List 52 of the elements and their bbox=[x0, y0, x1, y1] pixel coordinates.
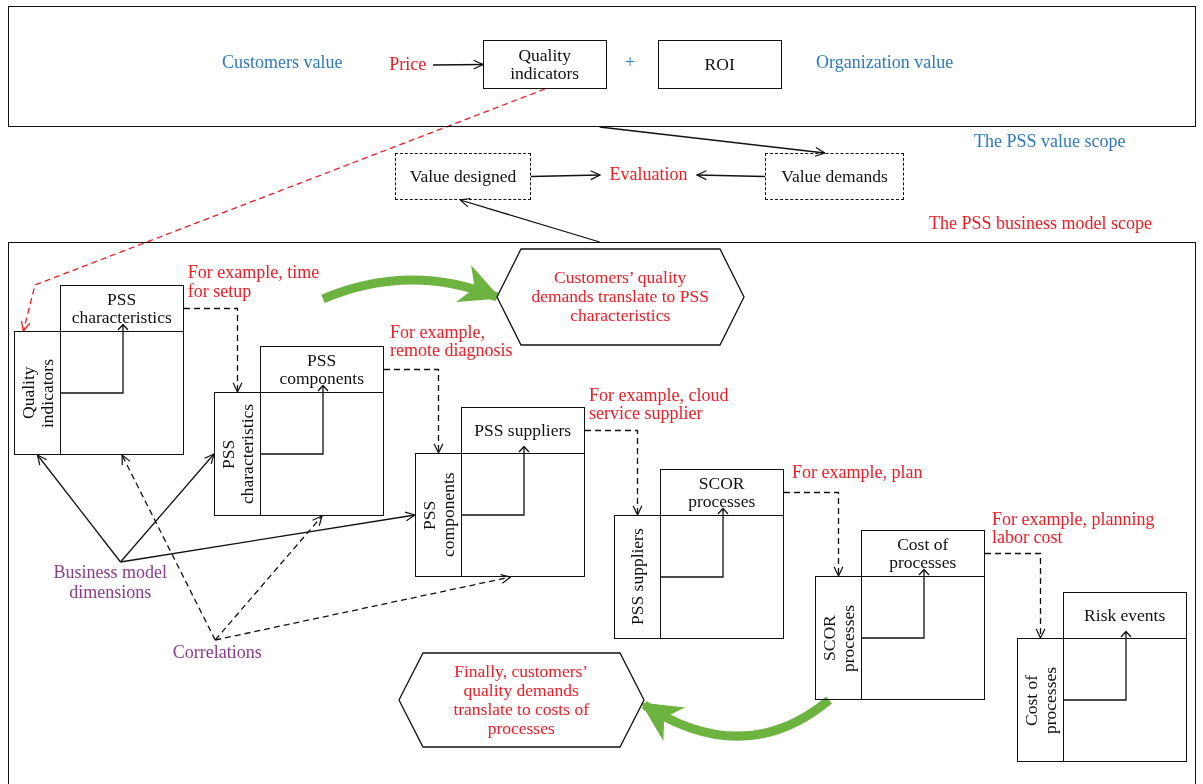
scope-heading: The PSS business model scope bbox=[929, 213, 1152, 234]
matrix-header: SCOR processes bbox=[659, 468, 784, 516]
flow-label: For example, time for setup bbox=[187, 261, 323, 302]
hexagon-callout bbox=[496, 248, 744, 345]
hexagon-callout bbox=[398, 652, 644, 747]
callout-text: Finally, customers’ quality demands translate to costs of processes bbox=[452, 661, 590, 738]
dashed-arrow bbox=[984, 552, 1046, 639]
arrow bbox=[459, 197, 601, 243]
flow-label: Evaluation bbox=[600, 162, 697, 188]
dashed-arrow bbox=[20, 88, 546, 332]
process-box: ROI bbox=[657, 39, 782, 89]
matrix-side-header: SCOR processes bbox=[814, 575, 862, 700]
text-label: Customers value bbox=[222, 53, 343, 72]
callout-text: Customers’ quality demands translate to PSS characteristics bbox=[530, 268, 710, 325]
dashed-arrow bbox=[214, 574, 512, 641]
arrow bbox=[530, 170, 601, 181]
dashed-arrow bbox=[383, 368, 444, 454]
dashed-box: Value designed bbox=[395, 153, 531, 200]
text-label: For example, plan bbox=[792, 463, 923, 482]
dashed-box: Value demands bbox=[765, 153, 904, 200]
dashed-arrow bbox=[214, 515, 323, 641]
text-label: For example, planning labor cost bbox=[992, 510, 1156, 547]
matrix-header: PSS suppliers bbox=[460, 406, 585, 454]
matrix-header: PSS characteristics bbox=[59, 284, 184, 332]
matrix-header: Risk events bbox=[1062, 591, 1187, 639]
arrow bbox=[119, 511, 416, 563]
matrix-side-header: PSS characteristics bbox=[213, 391, 261, 516]
matrix-header: Cost of processes bbox=[860, 529, 985, 577]
arrow bbox=[36, 454, 122, 563]
matrix-side-header: PSS suppliers bbox=[613, 514, 661, 639]
text-label: Organization value bbox=[816, 53, 954, 72]
text-label: For example, cloud service supplier bbox=[589, 386, 730, 423]
text-label: + bbox=[625, 53, 636, 72]
process-box: Quality indicators bbox=[482, 39, 607, 89]
dashed-arrow bbox=[584, 429, 643, 516]
matrix-side-header: Cost of processes bbox=[1016, 637, 1064, 762]
scope-heading: The PSS value scope bbox=[974, 131, 1126, 152]
arrow bbox=[598, 126, 826, 157]
matrix-header: PSS components bbox=[259, 345, 384, 393]
flow-label: Correlations bbox=[159, 639, 275, 666]
arrow bbox=[432, 59, 484, 70]
dashed-arrow bbox=[121, 454, 216, 641]
curved-arrow bbox=[640, 696, 832, 741]
arrow bbox=[119, 453, 215, 563]
dashed-arrow bbox=[183, 307, 243, 393]
text-label: For example, remote diagnosis bbox=[390, 323, 514, 360]
arrow bbox=[696, 170, 766, 181]
matrix-side-header: Quality indicators bbox=[13, 330, 61, 455]
flow-label: Price bbox=[382, 51, 433, 78]
dashed-arrow bbox=[783, 491, 844, 577]
matrix-side-header: PSS components bbox=[414, 452, 462, 577]
flow-label: Business model dimensions bbox=[47, 561, 173, 604]
